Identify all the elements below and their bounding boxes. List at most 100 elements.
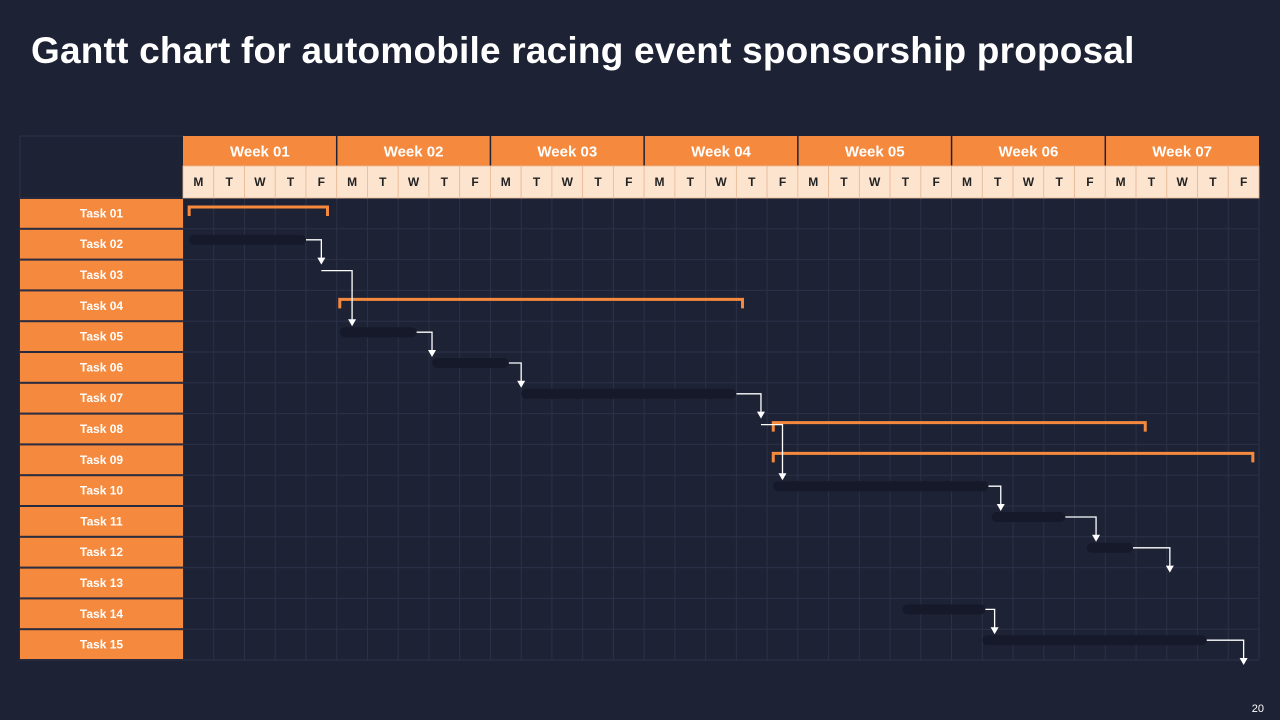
day-header-cell [705,165,737,199]
task-bar [432,358,509,368]
day-label: M [1116,175,1126,189]
day-label: F [933,175,940,189]
task-bar [189,234,306,245]
day-label: M [655,175,665,189]
day-header-cell [858,165,891,199]
task-label-cell [20,568,183,598]
bracket-bar [338,297,745,309]
week-label: Week 05 [845,144,905,161]
day-header-cell [305,165,338,199]
day-label: M [193,175,203,189]
arrow-head [428,350,437,357]
arrow-head [778,473,787,481]
task-label: Task 10 [80,484,123,498]
week-label: Week 03 [537,144,597,161]
task-label: Task 14 [80,607,123,621]
day-label: W [1023,175,1035,189]
day-header-cell [1104,165,1137,199]
day-label: T [1055,175,1063,189]
day-label: F [318,175,325,189]
task-label-cell [20,229,183,259]
arrow-head [756,411,765,419]
week-header-cell [1105,136,1259,166]
task-label: Task 09 [80,453,123,467]
day-label: T [594,175,602,189]
day-label: T [748,175,756,189]
arrow-head [996,504,1005,511]
page-number: 20 [1251,703,1264,715]
task-label-cell [20,199,183,228]
dependency-arrow [305,239,322,259]
day-label: F [1086,175,1093,189]
task-label-cell [20,291,183,321]
task-label-cell [20,353,183,382]
dependency-arrow [321,269,353,321]
task-bar [521,388,737,399]
task-bar [1086,542,1133,553]
day-header-cell [920,165,952,199]
day-header-cell [766,165,799,199]
day-header-cell [674,165,707,199]
day-label: T [1209,175,1217,189]
day-label: T [379,175,387,189]
day-header-cell [828,165,860,199]
arrow-head [1239,658,1248,665]
dependency-arrow [736,393,762,413]
day-header-cell [1135,165,1168,199]
day-label: W [562,175,574,189]
week-header-cell [797,136,952,166]
day-header-cell [1197,165,1229,199]
task-bar [991,512,1066,522]
day-header-cell [397,165,430,199]
day-label: F [779,175,786,189]
day-label: W [715,175,727,189]
arrow-head [517,380,526,388]
day-label: F [1240,175,1247,189]
day-label: F [625,175,632,189]
task-label: Task 02 [80,237,123,251]
day-header-cell [428,165,461,199]
dependency-arrow [988,485,1002,505]
day-header-cell [735,165,768,199]
arrow-head [348,319,357,327]
task-label-cell [20,537,183,567]
arrow-head [990,627,999,635]
task-label-cell [20,445,183,475]
task-label: Task 08 [80,422,123,436]
day-label: T [287,175,295,189]
task-label: Task 05 [80,330,123,344]
day-label: M [501,175,511,189]
week-label: Week 04 [691,144,751,161]
day-header-cell [981,165,1014,199]
day-label: T [687,175,695,189]
week-header-cell [336,136,491,166]
day-label: T [441,175,449,189]
bracket-bar [771,421,1147,432]
task-bar [339,327,417,338]
task-label: Task 11 [80,514,123,528]
day-label: T [225,175,233,189]
day-header-cell [613,165,645,199]
gantt-grid [19,135,1260,661]
task-label: Task 07 [80,391,123,405]
week-header-cell [183,136,337,166]
task-label-cell [20,476,183,505]
week-header-cell [490,136,645,166]
day-label: T [533,175,541,189]
day-label: W [869,175,881,189]
task-label: Task 15 [80,638,123,652]
task-label-cell [20,414,183,444]
dependency-arrow [508,362,522,382]
week-header-cell [951,136,1106,166]
task-label: Task 13 [80,576,123,590]
dependency-arrow [1132,547,1171,567]
day-label: W [1176,175,1188,189]
day-label: M [808,175,818,189]
task-label-cell [20,630,183,659]
dependency-arrow [1065,516,1097,536]
day-label: T [1148,175,1156,189]
task-label-cell [20,383,183,413]
task-bar [773,481,989,492]
day-label: M [347,175,357,189]
